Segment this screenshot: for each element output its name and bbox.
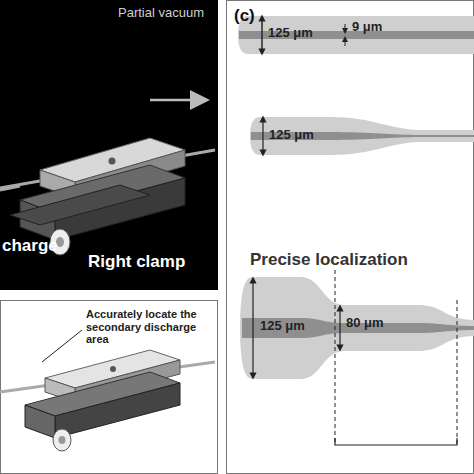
vacuum-panel: Partial vacuum chargeRight clamp [0, 0, 218, 290]
dimension: 80 μm [346, 316, 406, 331]
part-name: charge [2, 236, 82, 256]
panel-heading: Precise localization [250, 250, 472, 270]
panel-letter: (c) [234, 6, 274, 26]
fiber-tapered [250, 117, 474, 155]
fiber-panel: (c)125 μm9 μm125 μmPrecise localization1… [226, 0, 474, 474]
part-name: Right clamp [88, 252, 216, 272]
callout-note: Accurately locate the secondary discharg… [86, 308, 214, 346]
clamp-illustration [0, 350, 215, 451]
dimension: 9 μm [352, 20, 402, 35]
panel-note: Partial vacuum [118, 6, 216, 21]
panel-ground [0, 0, 218, 290]
clamp-illustration [0, 138, 215, 255]
panel-border [1, 301, 218, 474]
dimension: 125 μm [269, 128, 339, 143]
motion-arrow [150, 99, 200, 102]
dimension: 125 μm [260, 319, 330, 334]
locate-panel: Accurately locate the secondary discharg… [0, 300, 218, 474]
fiber-straight [238, 16, 474, 54]
leader-line [42, 330, 82, 362]
fiber-localized [240, 270, 474, 445]
panel-border [227, 1, 474, 474]
dimension: 125 μm [268, 26, 338, 41]
